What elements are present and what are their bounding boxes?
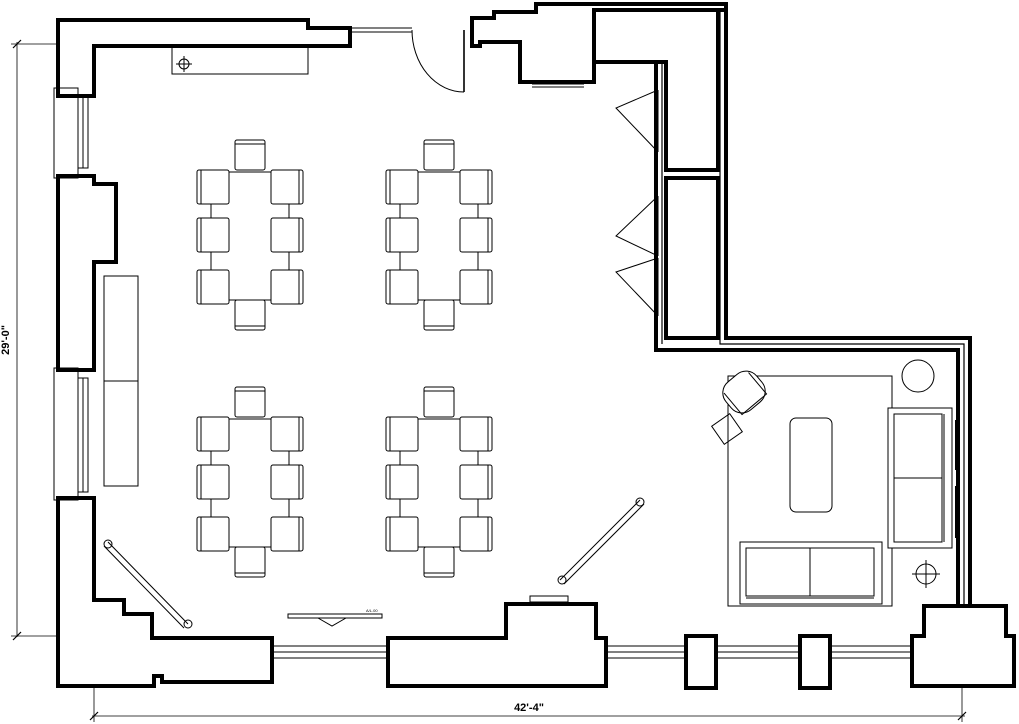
chair-right-3	[459, 269, 493, 305]
chair-top	[234, 386, 266, 418]
walls	[56, 2, 1016, 690]
chair-right-1	[459, 169, 493, 205]
conference-table-group-2	[385, 139, 493, 331]
closet-door-top	[615, 89, 659, 153]
chair-top	[423, 139, 455, 171]
chair-left-2	[196, 217, 230, 253]
closet-door-lower	[615, 257, 659, 317]
closet-door-middle	[615, 195, 659, 257]
coffee-table	[789, 417, 833, 513]
width-dimension-label: 42'-4"	[514, 702, 544, 714]
armchair	[722, 370, 768, 416]
chair-left-1	[196, 416, 230, 452]
chair-left-3	[196, 269, 230, 305]
dimension-lines	[11, 39, 967, 722]
windows	[53, 87, 957, 659]
chair-right-2	[459, 464, 493, 500]
sofa-right	[887, 407, 953, 549]
chair-left-1	[385, 169, 419, 205]
window-bottom-4	[829, 645, 913, 659]
chair-right-1	[459, 416, 493, 452]
closet-top	[592, 8, 720, 172]
chair-top	[234, 139, 266, 171]
chair-bottom	[234, 299, 266, 331]
wall-bottom-left	[56, 496, 274, 688]
fixtures	[103, 44, 940, 629]
window-left-lower	[53, 367, 89, 501]
chair-bottom	[234, 546, 266, 578]
chair-right-2	[270, 464, 304, 500]
wall-bottom-middle	[386, 602, 608, 688]
sofa-bottom	[739, 541, 883, 605]
lounge-area	[710, 370, 953, 607]
window-bottom-1	[271, 645, 389, 659]
chair-left-2	[385, 464, 419, 500]
diagonal-rail-left	[103, 539, 193, 629]
chair-right-3	[270, 269, 304, 305]
bottom-bench	[529, 595, 569, 603]
chair-right-1	[270, 169, 304, 205]
chair-left-1	[196, 169, 230, 205]
chair-top	[423, 386, 455, 418]
top-credenza	[171, 44, 309, 75]
chair-right-2	[270, 217, 304, 253]
side-stool	[710, 412, 744, 446]
conference-table-group-4	[385, 386, 493, 578]
wall-pier-1	[684, 634, 718, 690]
window-left-upper	[53, 87, 89, 179]
top-shelf	[532, 83, 584, 88]
wall-top-door-jamb	[470, 2, 728, 84]
window-bottom-2	[605, 645, 687, 659]
diagonal-rail-right	[557, 497, 645, 585]
chair-left-3	[196, 516, 230, 552]
wall-bottom-right	[910, 604, 1016, 688]
floor-receptacle	[912, 560, 940, 588]
floor-lamp	[901, 359, 935, 393]
conference-table-group-1	[196, 139, 304, 331]
chair-left-2	[385, 217, 419, 253]
chair-left-1	[385, 416, 419, 452]
chair-bottom	[423, 299, 455, 331]
tv-mount	[287, 613, 383, 627]
chair-left-3	[385, 516, 419, 552]
window-bottom-3	[715, 645, 801, 659]
closets	[592, 8, 720, 340]
tv-tag-label: A/L.00	[366, 608, 378, 613]
conference-tables	[196, 139, 493, 578]
entry-door	[350, 27, 465, 93]
left-bench	[103, 275, 139, 487]
chair-left-2	[196, 464, 230, 500]
chair-right-3	[459, 516, 493, 552]
chair-right-3	[270, 516, 304, 552]
chair-bottom	[423, 546, 455, 578]
height-dimension-label: 29'-0"	[0, 325, 12, 355]
wall-pier-2	[798, 634, 832, 690]
wall-left-middle	[56, 174, 118, 372]
closet-lower	[664, 176, 720, 340]
chair-right-1	[270, 416, 304, 452]
chair-left-3	[385, 269, 419, 305]
wall-top-left	[56, 18, 352, 98]
chair-right-2	[459, 217, 493, 253]
doors	[350, 27, 659, 317]
conference-table-group-3	[196, 386, 304, 578]
